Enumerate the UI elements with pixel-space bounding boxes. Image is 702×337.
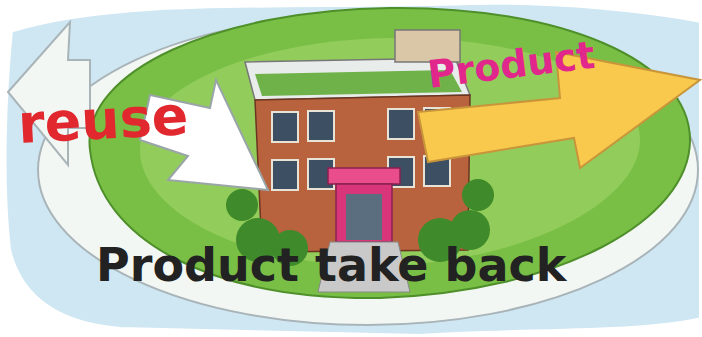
paper-cutout: [4, 2, 702, 337]
reuse-label: reuse: [17, 89, 190, 152]
take-back-title: Product take back: [96, 242, 566, 288]
